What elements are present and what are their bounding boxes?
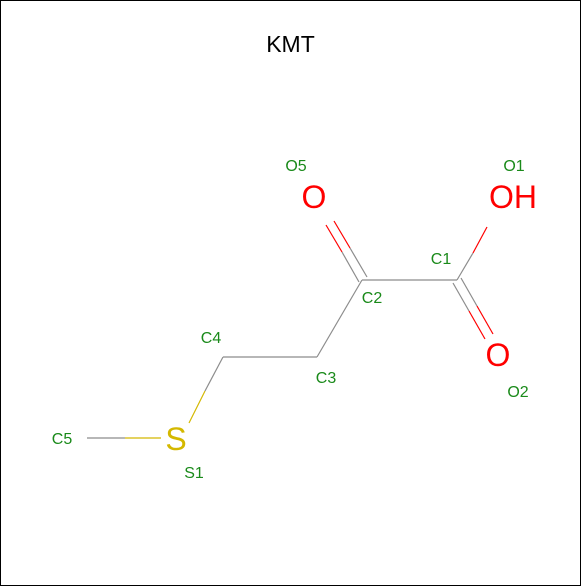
atom-label-c1: C1: [431, 251, 452, 268]
bond-s1-c4-sulfur-half: [188, 390, 206, 424]
atom-symbol-s1: S: [165, 421, 186, 457]
bond-c3-c2: [316, 279, 363, 358]
bond-c1-o2-a-oxygen-half: [468, 310, 486, 340]
bond-c1-o1-oxygen-half: [472, 226, 488, 254]
bond-c2-o5-b: [349, 247, 368, 278]
atom-label-s1: S1: [184, 465, 204, 482]
bond-c2-o5-a-oxygen-half: [325, 224, 343, 253]
atom-label-o2: O2: [507, 384, 528, 401]
atom-label-c4: C4: [201, 330, 222, 347]
bond-c2-o5-b-oxygen-half: [333, 220, 351, 249]
bond-c2-o5-a: [341, 251, 360, 283]
atom-label-layer: O5 O1 C1 C2 C4 C3 O2 C5 S1: [52, 158, 529, 482]
bond-s1-c4: [204, 356, 224, 392]
bond-c1-o1: [456, 252, 474, 281]
bond-c1-o2-b-oxygen-half: [476, 305, 494, 335]
atom-symbol-o2: O: [486, 337, 511, 373]
bond-layer: [87, 220, 494, 439]
atom-label-o5: O5: [285, 158, 306, 175]
atom-symbol-o1: OH: [489, 179, 537, 215]
atom-label-c2: C2: [362, 290, 383, 307]
atom-symbol-layer: O OH O S: [165, 179, 537, 457]
bond-c1-o2-a: [452, 282, 470, 312]
bond-c1-o2-b: [460, 277, 478, 307]
atom-symbol-o5: O: [302, 179, 327, 215]
molecule-title: KMT: [266, 31, 315, 57]
atom-label-c3: C3: [316, 370, 337, 387]
atom-label-o1: O1: [503, 158, 524, 175]
atom-label-c5: C5: [52, 431, 73, 448]
